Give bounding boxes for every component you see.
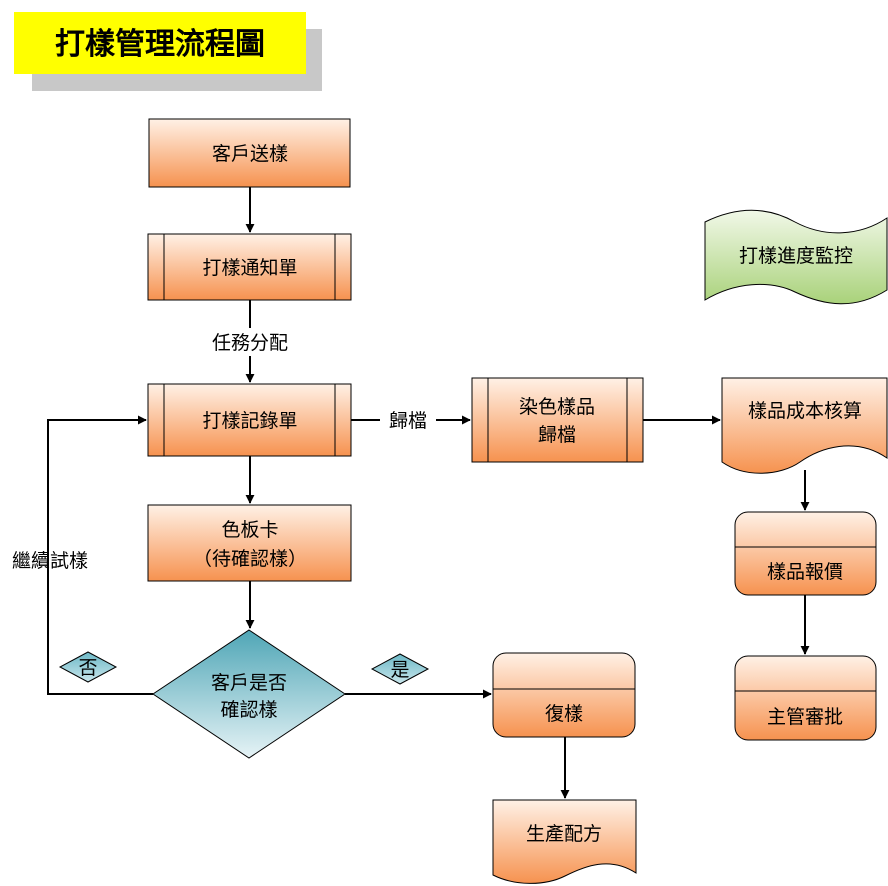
page-title: 打樣管理流程圖	[55, 27, 265, 62]
node-quote: 樣品報價	[734, 511, 877, 596]
node-monitor: 打樣進度監控	[704, 209, 888, 305]
node-decision-label-line2: 確認樣	[220, 699, 277, 721]
node-decision-label-line1: 客戶是否	[211, 672, 287, 694]
edge-label-continue-trial: 繼續試樣	[12, 550, 88, 572]
node-formula-label: 生產配方	[526, 823, 602, 845]
node-decision-diamond	[152, 629, 346, 759]
node-notice-form: 打樣通知單	[147, 233, 352, 301]
edge-label-task-assign: 任務分配	[212, 332, 288, 354]
node-notice-form-label: 打樣通知單	[202, 257, 297, 279]
edge-label-archive: 歸檔	[389, 410, 427, 432]
node-quote-label: 樣品報價	[767, 561, 843, 583]
node-approval: 主管審批	[734, 655, 877, 741]
node-color-card: 色板卡 （待確認樣）	[147, 504, 352, 582]
title-banner: 打樣管理流程圖	[14, 12, 322, 91]
node-approval-label: 主管審批	[767, 706, 843, 728]
node-resample-box	[492, 652, 636, 738]
node-resample-label: 復樣	[545, 703, 583, 725]
node-cost-check-label: 樣品成本核算	[748, 400, 862, 422]
yes-diamond	[370, 653, 430, 685]
node-approval-box	[734, 655, 877, 741]
no-diamond	[58, 651, 118, 683]
node-record-form-label: 打樣記錄單	[202, 410, 297, 432]
title-box	[14, 12, 306, 74]
node-notice-form-box	[147, 233, 352, 301]
node-quote-box	[734, 511, 877, 596]
node-dyed-archive: 染色樣品 歸檔	[471, 377, 644, 463]
node-color-card-label-line2: （待確認樣）	[193, 548, 307, 570]
label-yes-badge: 是	[370, 653, 430, 685]
edge-label-yes: 是	[390, 659, 409, 681]
label-no-badge: 否	[58, 651, 118, 683]
node-monitor-label: 打樣進度監控	[739, 245, 853, 267]
node-formula-shape	[492, 799, 637, 884]
node-customer-send: 客戶送樣	[148, 118, 351, 188]
node-record-form-box	[147, 383, 352, 457]
node-dyed-archive-label-line2: 歸檔	[538, 424, 576, 446]
edge-continue-trial-loop	[47, 415, 153, 695]
node-color-card-label-line1: 色板卡	[221, 519, 278, 541]
edges	[47, 187, 810, 799]
node-formula: 生產配方	[492, 799, 637, 884]
node-dyed-archive-box	[471, 377, 644, 463]
node-resample: 復樣	[492, 652, 636, 738]
edge-label-no: 否	[78, 657, 97, 679]
node-customer-send-box	[148, 118, 351, 188]
node-dyed-archive-label-line1: 染色樣品	[519, 396, 595, 418]
node-decision: 客戶是否 確認樣	[152, 629, 346, 759]
node-color-card-box	[147, 504, 352, 582]
node-customer-send-label: 客戶送樣	[212, 143, 288, 165]
node-cost-check: 樣品成本核算	[721, 377, 888, 474]
node-monitor-shape	[704, 209, 888, 305]
node-cost-check-shape	[721, 377, 888, 474]
node-record-form: 打樣記錄單	[147, 383, 352, 457]
